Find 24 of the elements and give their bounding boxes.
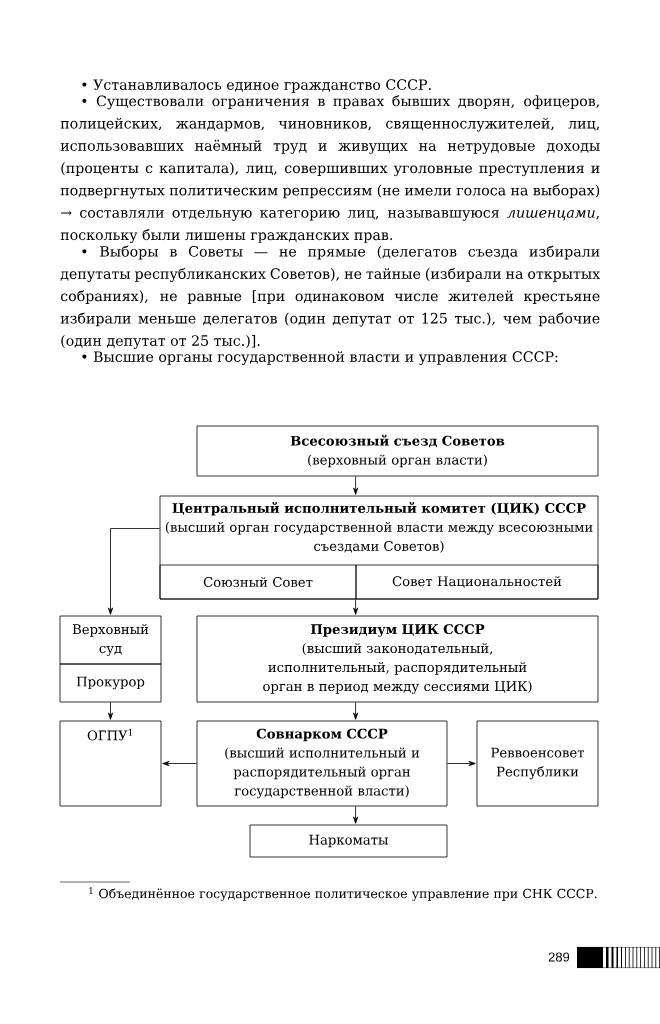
footnote: $^{1}$ Объединённое государственное политическое управление при СНК СССР. xyxy=(89,887,597,901)
arrow xyxy=(353,599,359,615)
arrow xyxy=(162,761,197,767)
page-number: 289 xyxy=(548,952,570,962)
arrow xyxy=(353,476,359,495)
paragraph: • Существовали ограничения в правах бывших дворян, офицеров, полицейских, жандармов, чиновников, священнослужителей, лиц, использовавших наёмный труд и живущих на нетрудовые доходы (проценты с капитала), лиц, совершивших уголовные преступления и подвергнутых политическим репрессиям (не имели голоса на выборах) → составляли отдельную категорию лиц, называвшуюся лишенцами, поскольку были лишены гражданских прав. xyxy=(60,95,600,244)
paragraph: • Устанавливалось единое гражданство СССР. xyxy=(82,79,431,93)
org-box: Наркоматы xyxy=(249,824,448,858)
cell: Совет Национальностей xyxy=(355,564,599,600)
org-box: ОГПУ$^{1}$ xyxy=(59,720,162,807)
org-box: Всесоюзный съезд Советов (верховный орган власти) xyxy=(196,425,599,477)
arrow xyxy=(353,806,359,824)
paragraph: • Выборы в Советы — не прямые (делегатов съезда избирали депутаты республиканских Советов), не тайные (избирали на открытых собраниях), не равные [при одинаковом числе жителей крестьяне избирали меньше делегатов (один депутат от 125 тыс.), чем рабочие (один депутат от 25 тыс.)]. xyxy=(60,245,601,349)
org-box: Верховный суд xyxy=(59,615,162,665)
paragraph: • Высшие органы государственной власти и управления СССР: xyxy=(82,351,558,365)
arrow xyxy=(107,702,114,720)
org-box: Совнарком СССР (высший исполнительный и распорядительный орган государственной власти) xyxy=(196,720,448,807)
cell: Союзный Совет xyxy=(159,564,357,600)
arrow xyxy=(447,761,476,767)
arrow xyxy=(107,528,160,615)
org-box: Президиум ЦИК СССР (высший законодательный, исполнительный, распорядительный орган в период между сессиями ЦИК) xyxy=(196,615,599,703)
arrow xyxy=(353,702,359,720)
org-box: Прокурор xyxy=(59,663,162,703)
org-box: Реввоенсовет Республики xyxy=(476,720,599,807)
